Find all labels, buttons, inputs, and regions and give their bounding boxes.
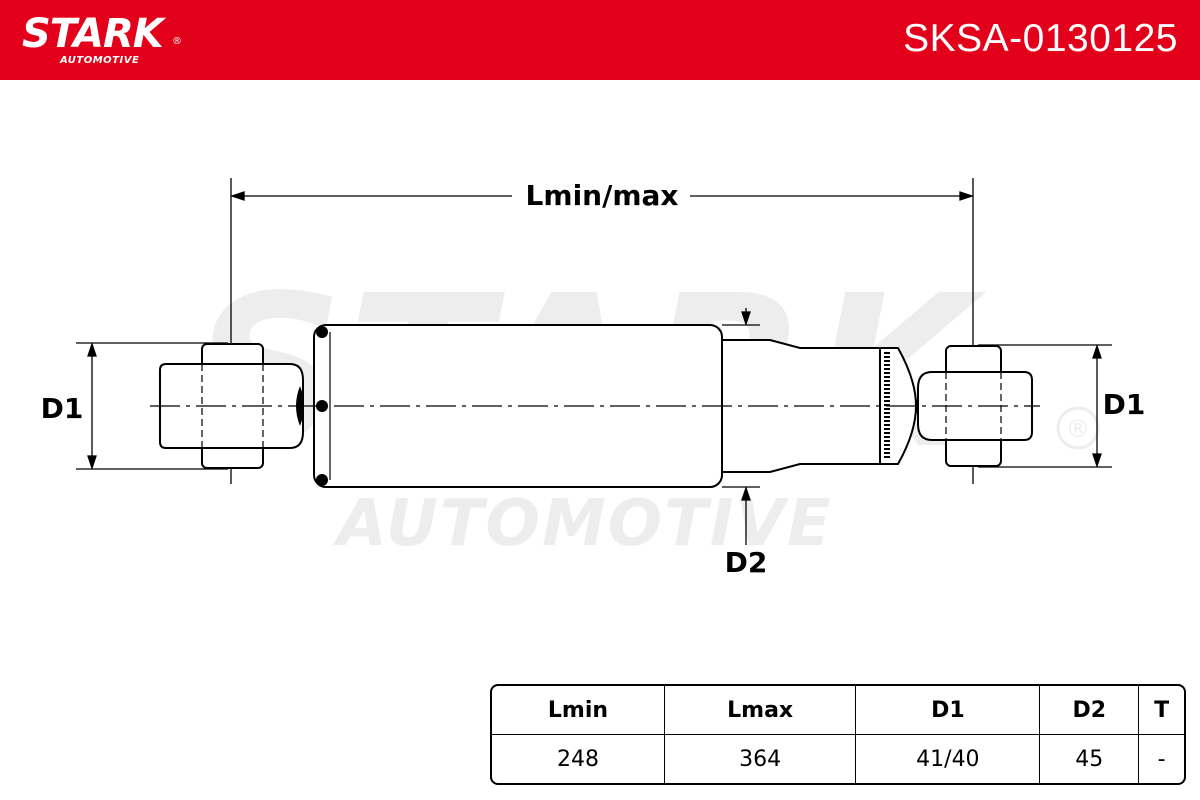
specs-header-t: T xyxy=(1138,686,1184,735)
length-label: Lmin/max xyxy=(526,179,679,212)
specs-value-lmin: 248 xyxy=(556,746,599,772)
logo-subtitle: AUTOMOTIVE xyxy=(60,55,140,66)
logo-registered-mark: ® xyxy=(172,36,182,47)
watermark-registered-mark: ® xyxy=(1066,415,1090,443)
right-d1-label: D1 xyxy=(1103,388,1146,421)
specs-header-row: Lmin Lmax D1 D2 T xyxy=(492,686,1184,735)
part-number: SKSA-0130125 xyxy=(903,17,1178,60)
d2-label: D2 xyxy=(725,546,768,579)
specs-value-row: 248 364 41/40 45 - xyxy=(492,735,1184,783)
specs-value-d2: 45 xyxy=(1039,735,1138,783)
shock-absorber-diagram: STARK AUTOMOTIVE ® Lmin/max D1 D1 xyxy=(41,178,1146,579)
logo-brand: STARK xyxy=(22,11,164,57)
d2-dimension xyxy=(722,308,760,545)
left-d1-label: D1 xyxy=(41,392,84,425)
specs-table: Lmin Lmax D1 D2 T 248 364 41/40 45 - xyxy=(490,684,1186,785)
watermark-registered-circle xyxy=(1056,406,1100,450)
left-eye-mount xyxy=(159,343,304,469)
specs-header-d1: D1 xyxy=(855,686,1040,735)
specs-header-lmin: Lmin xyxy=(492,686,664,735)
specs-header-d2: D2 xyxy=(1039,686,1139,735)
specs-value-d1: 41/40 xyxy=(855,735,1039,783)
left-d1-dimension xyxy=(76,341,228,471)
header-bar: STARK ® AUTOMOTIVE SKSA-0130125 xyxy=(0,0,1200,80)
right-d1-dimension xyxy=(978,343,1112,469)
specs-value-t: - xyxy=(1138,735,1184,783)
stark-logo: STARK ® AUTOMOTIVE xyxy=(22,10,182,70)
specs-header-lmax: Lmax xyxy=(663,686,856,735)
specs-value-lmax: 364 xyxy=(663,735,855,783)
